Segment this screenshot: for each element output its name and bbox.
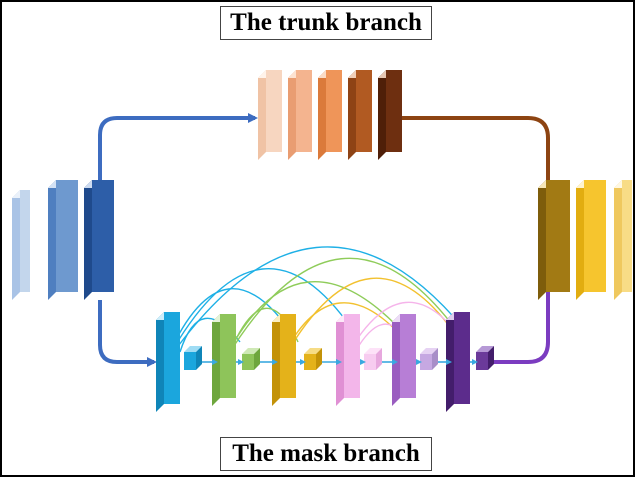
trunk-branch-title: The trunk branch <box>220 6 432 40</box>
arrow-input-to-trunk <box>98 113 258 190</box>
output-block-3 <box>614 180 632 300</box>
skip-arc <box>284 277 459 357</box>
input-block-1 <box>12 190 30 300</box>
input-block-2 <box>48 180 78 300</box>
trunk-block-3 <box>318 70 342 160</box>
trunk-block-1 <box>258 70 282 160</box>
mask-block-5 <box>392 314 416 406</box>
trunk-block-5 <box>378 70 402 160</box>
input-block-3 <box>84 180 114 300</box>
input-feature-maps <box>12 180 114 300</box>
trunk-feature-maps <box>258 70 402 160</box>
output-block-1 <box>538 180 570 300</box>
trunk-block-2 <box>288 70 312 160</box>
skip-arc <box>224 257 461 361</box>
output-block-2 <box>576 180 606 300</box>
mask-cube-5 <box>420 348 438 370</box>
arrow-input-to-mask <box>98 300 157 367</box>
mask-cube-1 <box>184 346 202 370</box>
mask-cube-2 <box>242 348 260 370</box>
skip-arc <box>167 268 359 359</box>
main-arrows <box>98 113 553 367</box>
mask-feature-maps <box>156 312 494 412</box>
mask-block-2 <box>212 314 236 406</box>
mask-branch-title: The mask branch <box>220 437 432 471</box>
arrow-mask-to-output <box>493 277 553 364</box>
mask-block-1 <box>156 312 180 412</box>
mask-cube-6 <box>476 346 494 370</box>
trunk-block-4 <box>348 70 372 160</box>
arrow-trunk-to-output <box>398 116 553 213</box>
skip-arc <box>167 246 466 361</box>
mask-block-4 <box>336 314 360 406</box>
mask-cube-3 <box>304 348 322 370</box>
mask-cube-4 <box>364 348 382 370</box>
skip-arc <box>284 302 406 353</box>
output-feature-maps <box>538 180 632 300</box>
mask-block-3 <box>272 314 296 406</box>
skip-arc <box>224 281 411 359</box>
